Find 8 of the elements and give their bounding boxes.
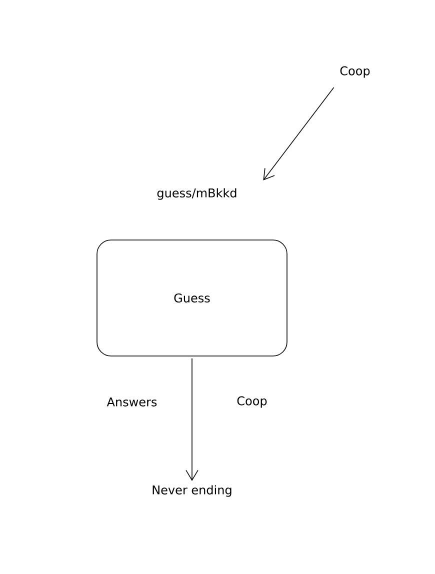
label: Coop (237, 396, 267, 408)
edge-label: Answers (106, 396, 158, 408)
node-text: Never ending (152, 485, 232, 497)
node-text: guess/mBkkd (157, 188, 236, 200)
rounded-box: Guess (96, 240, 288, 356)
node-text: Coop (340, 66, 370, 78)
arrow (263, 87, 334, 180)
arrow (186, 358, 198, 481)
